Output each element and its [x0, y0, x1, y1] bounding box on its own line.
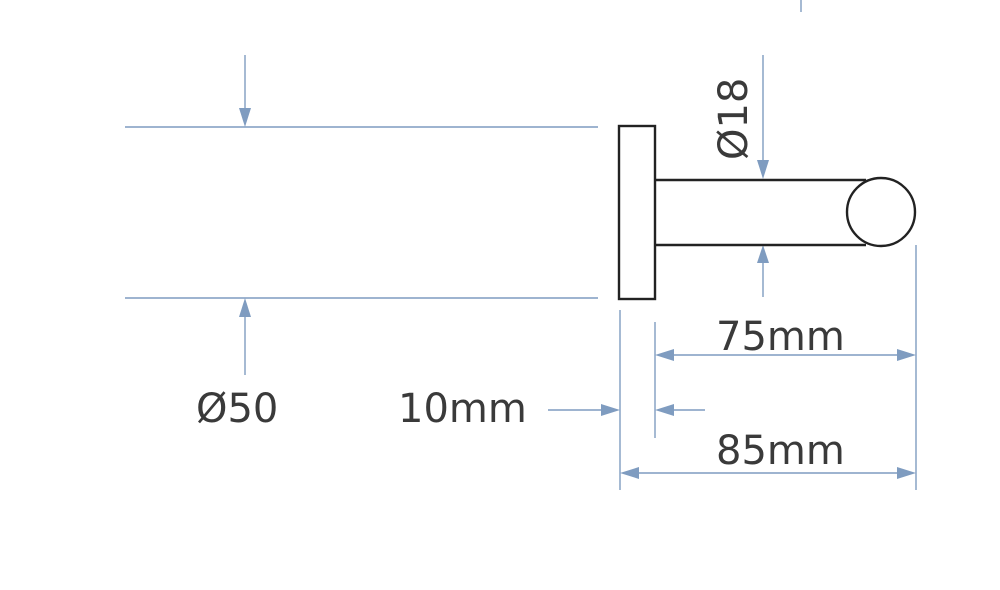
- rod-diameter-arrowhead-top: [757, 160, 769, 179]
- base-thickness-label: 10mm: [398, 386, 527, 432]
- hook-length-arrowhead-right: [897, 349, 916, 361]
- base-diameter-arrowhead-bottom: [239, 298, 251, 317]
- hook-length-arrowhead-left: [655, 349, 674, 361]
- thickness-arrowhead-left: [601, 404, 620, 416]
- rod-diameter-label: Ø18: [711, 78, 757, 160]
- hook-end-cap: [845, 176, 917, 248]
- thickness-arrowhead-right: [655, 404, 674, 416]
- hook-length-label: 75mm: [716, 314, 845, 360]
- base-diameter-label: Ø50: [196, 386, 278, 432]
- base-diameter-arrowhead-top: [239, 108, 251, 127]
- rod-diameter-arrowhead-bottom: [757, 245, 769, 263]
- overall-length-arrowhead-left: [620, 467, 639, 479]
- wall-base-plate: [617, 124, 657, 301]
- overall-length-label: 85mm: [716, 428, 845, 474]
- overall-length-arrowhead-right: [897, 467, 916, 479]
